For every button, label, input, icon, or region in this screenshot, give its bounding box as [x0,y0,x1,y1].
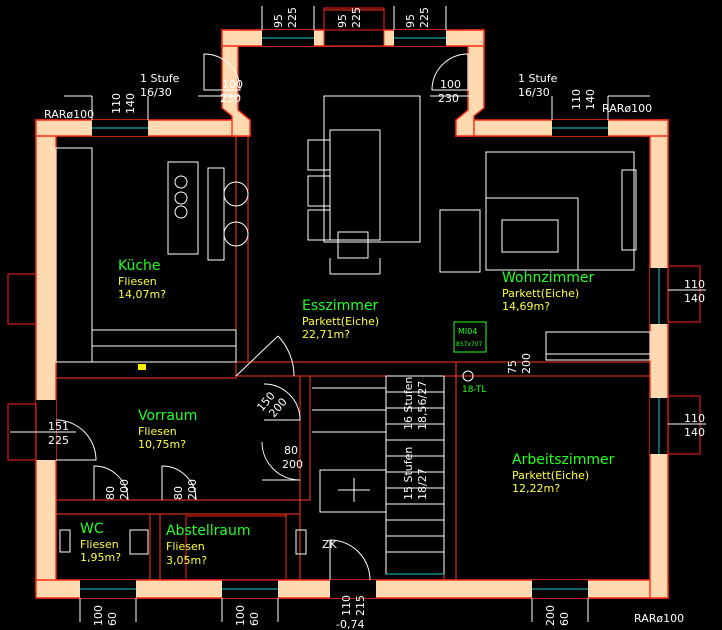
rar-label-se: RARø100 [634,612,684,625]
room-floor-kueche: Fliesen [118,275,157,288]
stufe-label-right: 1 Stufe [518,72,558,85]
dim-door-right-2: 230 [438,92,459,105]
room-area-wc: 1,95m? [80,551,121,564]
dim-top-c2: 225 [418,7,431,28]
room-name-abstellraum: Abstellraum [166,523,251,539]
wall-bay-right [455,29,485,137]
dining-furniture [307,95,421,275]
room-area-kueche: 14,07m? [118,288,166,301]
dim-wohn-b: 200 [520,353,533,374]
stair-upper-label: 16 Stufen [402,377,415,430]
dim-wc-b: 200 [118,479,131,500]
dim-top-b1: 95 [336,14,349,28]
dim-door-left-1: 100 [222,78,243,91]
stufe-ratio-right: 16/30 [518,86,550,99]
dim-bot2-b: 60 [248,612,261,626]
room-labels: Küche Fliesen 14,07m? Esszimmer Parkett(… [80,258,615,567]
room-name-kueche: Küche [118,258,161,274]
dim-west-a: 151 [48,420,69,433]
room-floor-esszimmer: Parkett(Eiche) [302,315,379,328]
room-name-arbeitszimmer: Arbeitszimmer [512,452,615,468]
room-name-vorraum: Vorraum [138,408,197,424]
dim-top-b2: 225 [350,7,363,28]
room-area-esszimmer: 22,71m? [302,328,350,341]
living-furniture [439,151,651,361]
m104-sub-label: 857x707 [456,341,483,348]
dim-ne-win1: 110 [570,89,583,110]
kitchen-furniture [55,147,249,370]
level-label: -0,74 [336,618,364,630]
room-name-wc: WC [80,521,104,537]
room-floor-vorraum: Fliesen [138,425,177,438]
room-area-vorraum: 10,75m? [138,438,186,451]
dim-top-c1: 95 [404,14,417,28]
dim-hall-b: 200 [282,458,303,471]
annotations: RARø100 RARø100 RARø100 1 Stufe 16/30 1 … [44,72,684,630]
stair-lower-label: 15 Stufen [402,447,415,500]
stufe-ratio-left: 16/30 [140,86,172,99]
dim-east1-a: 110 [684,278,705,291]
dim-bot4-a: 200 [544,605,557,626]
dim-wohn-a: 75 [506,360,519,374]
dim-ab-b: 200 [186,479,199,500]
tl-label: 18-TL [462,385,486,395]
room-floor-arbeitszimmer: Parkett(Eiche) [512,469,589,482]
dim-bot3-a: 110 [340,595,353,616]
dim-bot1-a: 100 [92,605,105,626]
dim-bot4-b: 60 [558,612,571,626]
wall-west [35,119,57,591]
dim-top-a1: 95 [272,14,285,28]
dim-ne-win2: 140 [584,89,597,110]
wall-east [649,119,669,599]
stufe-label-left: 1 Stufe [140,72,180,85]
dim-west-b: 225 [48,434,69,447]
dim-bot2-a: 100 [234,605,247,626]
room-floor-abstellraum: Fliesen [166,540,205,553]
dim-nw-win1: 110 [110,93,123,114]
dim-bot1-b: 60 [106,612,119,626]
room-floor-wc: Fliesen [80,538,119,551]
room-floor-wohnzimmer: Parkett(Eiche) [502,287,579,300]
dim-wc-a: 80 [104,486,117,500]
room-name-esszimmer: Esszimmer [302,298,379,314]
dim-ab-a: 80 [172,486,185,500]
dim-east1-b: 140 [684,292,705,305]
zk-label: ZK [322,538,338,551]
dim-east2-b: 140 [684,426,705,439]
dimension-lines [10,6,706,622]
rar-label-ne: RARø100 [602,102,652,115]
room-area-wohnzimmer: 14,69m? [502,300,550,313]
wall-bay-left [221,29,251,137]
stair-lower-ratio: 18/27 [416,468,429,500]
dim-nw-win2: 140 [124,93,137,114]
staircase [312,375,445,575]
room-area-abstellraum: 3,05m? [166,554,207,567]
dim-hall-a: 80 [284,444,298,457]
dim-door-left-2: 230 [220,92,241,105]
door-swings [55,53,469,581]
interior-walls [55,135,651,581]
dim-door-right-1: 100 [440,78,461,91]
rar-label-nw: RARø100 [44,108,94,121]
dim-east2-a: 110 [684,412,705,425]
dim-top-a2: 225 [286,7,299,28]
m104-label: MI04 [458,327,477,336]
room-area-arbeitszimmer: 12,22m? [512,482,560,495]
dim-bot3-b: 215 [354,595,367,616]
room-name-wohnzimmer: Wohnzimmer [502,270,594,286]
stair-upper-ratio: 18,56/27 [416,381,429,430]
exterior-walls [7,7,701,599]
